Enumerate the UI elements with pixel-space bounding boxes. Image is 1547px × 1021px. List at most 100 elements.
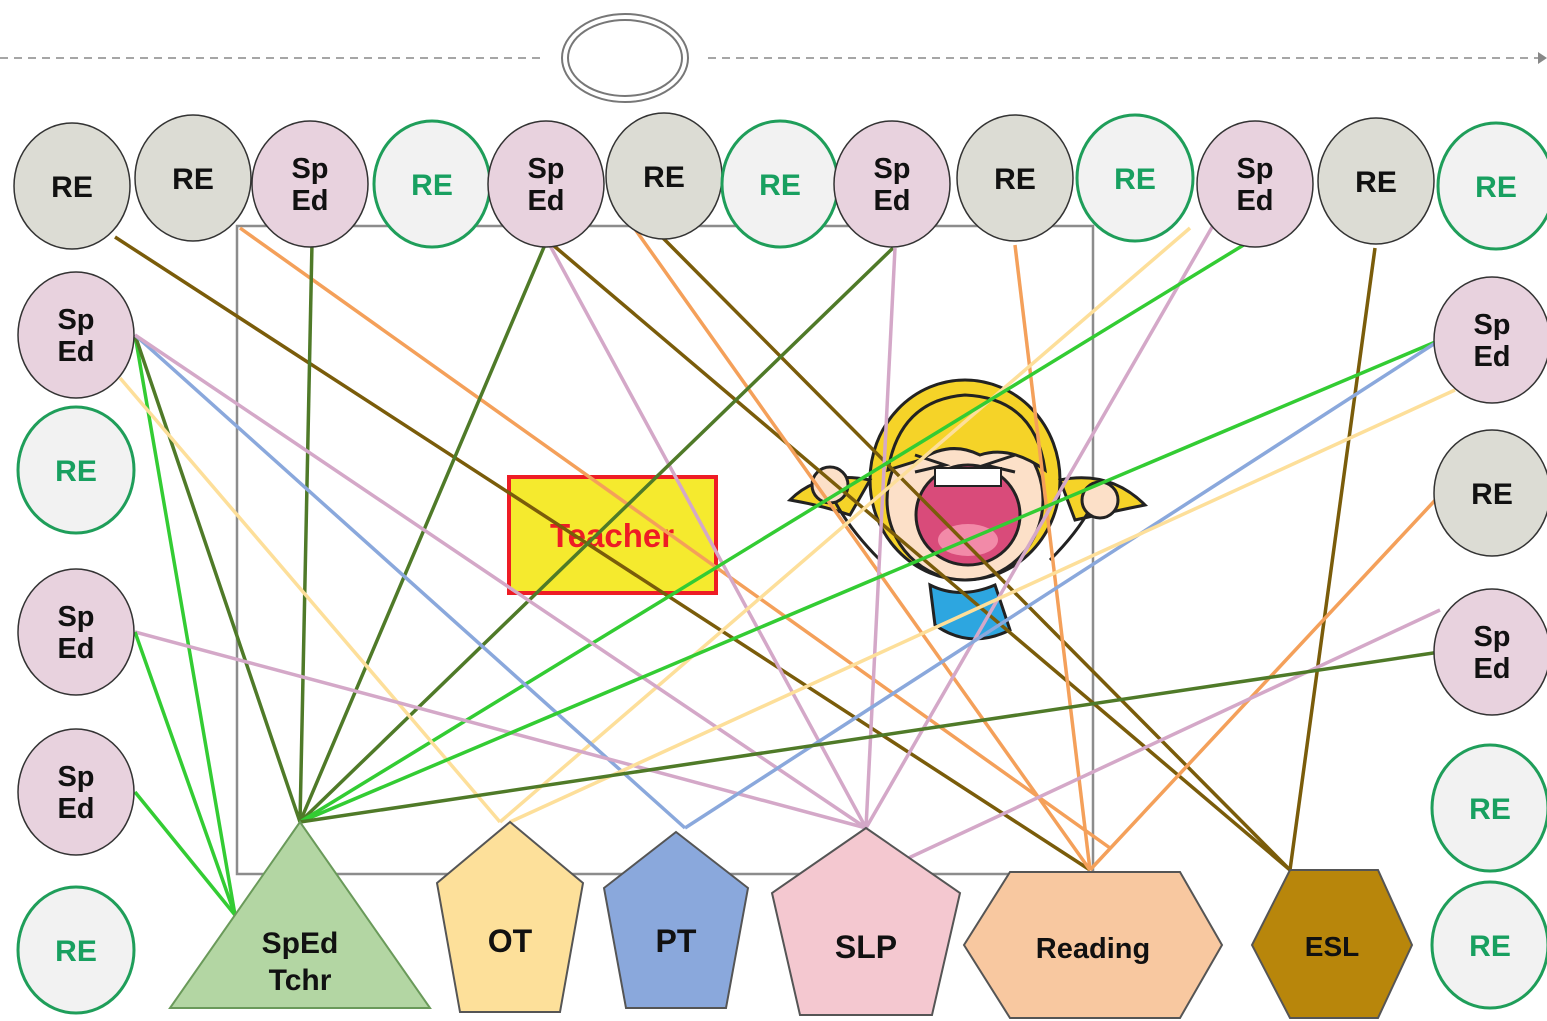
connection-line xyxy=(545,238,1292,872)
connection-line xyxy=(684,338,1441,830)
connection-line xyxy=(133,790,237,917)
re-student-circle: RE xyxy=(13,122,131,250)
slp-shape: SLP xyxy=(770,826,962,1016)
connection-line xyxy=(133,333,687,830)
sped-label-line2: Ed xyxy=(57,336,94,368)
connection-line xyxy=(133,334,237,916)
connection-line xyxy=(509,388,1456,824)
connection-line xyxy=(133,334,302,823)
sped-label-line2: Ed xyxy=(1236,185,1273,217)
connection-line xyxy=(118,376,502,824)
connection-line xyxy=(299,338,1441,824)
connection-line xyxy=(545,239,868,829)
re-label: RE xyxy=(55,455,97,488)
sped-label-line2: Ed xyxy=(527,185,564,217)
re-student-circle: RE xyxy=(1433,429,1547,557)
connection-line xyxy=(134,630,867,830)
sped-label-line1: Sp xyxy=(1473,309,1510,341)
sped-student-circle: SpEd xyxy=(17,568,135,696)
connection-lines xyxy=(114,213,1456,917)
re-student-circle: RE xyxy=(16,885,136,1015)
connection-line xyxy=(899,608,1441,864)
re-student-circle: RE xyxy=(1430,880,1547,1010)
re-student-circle: RE xyxy=(1317,117,1435,245)
re-student-circle: RE xyxy=(1436,121,1547,251)
re-label: RE xyxy=(1469,793,1511,826)
connection-line xyxy=(1013,244,1092,871)
re-label: RE xyxy=(1471,478,1513,511)
sped-label-line2: Ed xyxy=(1473,653,1510,685)
double-oval-icon xyxy=(561,13,689,103)
sped-tchr-label-line2: Tchr xyxy=(269,964,332,997)
re-label: RE xyxy=(759,169,801,202)
sped-label-line2: Ed xyxy=(873,185,910,217)
sped-student-circle: SpEd xyxy=(1433,588,1547,716)
sped-label-line1: Sp xyxy=(57,601,94,633)
connection-line xyxy=(299,650,1441,824)
connection-line xyxy=(1088,493,1442,872)
sped-student-circle: SpEd xyxy=(833,120,951,248)
sped-label-line2: Ed xyxy=(57,633,94,665)
connection-line xyxy=(864,247,897,829)
sped-student-circle: SpEd xyxy=(1196,120,1314,248)
re-label: RE xyxy=(411,169,453,202)
connection-line xyxy=(658,233,1292,872)
sped-student-circle: SpEd xyxy=(251,120,369,248)
sped-label-line2: Ed xyxy=(1473,341,1510,373)
connection-line xyxy=(238,226,1112,850)
sped-tchr-label-line1: SpEd xyxy=(262,927,339,960)
esl-label: ESL xyxy=(1305,931,1359,962)
reading-shape: Reading xyxy=(962,871,1224,1019)
slp-label: SLP xyxy=(835,929,897,965)
slide-header xyxy=(0,13,1547,103)
sped-label-line1: Sp xyxy=(291,153,328,185)
screaming-child-icon xyxy=(786,378,1149,641)
re-label: RE xyxy=(51,171,93,204)
re-student-circle: RE xyxy=(1075,113,1195,243)
connection-line xyxy=(298,242,314,823)
connection-line xyxy=(133,631,237,916)
sped-teacher-shape: SpEd Tchr xyxy=(168,820,432,1009)
connection-line xyxy=(134,333,867,830)
sped-student-circle: SpEd xyxy=(17,271,135,399)
sped-student-circle: SpEd xyxy=(17,728,135,856)
reading-label: Reading xyxy=(1036,933,1150,965)
sped-label-line1: Sp xyxy=(57,761,94,793)
pt-shape: PT xyxy=(602,830,750,1009)
sped-label-line2: Ed xyxy=(291,185,328,217)
re-student-circle: RE xyxy=(956,114,1074,242)
re-label: RE xyxy=(1475,171,1517,204)
sped-label-line1: Sp xyxy=(527,153,564,185)
re-student-circle: RE xyxy=(372,119,492,249)
re-label: RE xyxy=(994,163,1036,196)
connection-line xyxy=(864,221,1217,829)
ot-shape: OT xyxy=(435,820,585,1013)
re-label: RE xyxy=(1114,163,1156,196)
connection-line xyxy=(299,236,1256,824)
esl-shape: ESL xyxy=(1250,869,1414,1019)
connection-line xyxy=(298,246,895,824)
re-label: RE xyxy=(643,161,685,194)
re-student-circle: RE xyxy=(134,114,252,242)
sped-label-line2: Ed xyxy=(57,793,94,825)
sped-student-circle: SpEd xyxy=(1433,276,1547,404)
sped-label-line1: Sp xyxy=(873,153,910,185)
ot-label: OT xyxy=(488,923,533,959)
re-student-circle: RE xyxy=(16,405,136,535)
re-student-circle: RE xyxy=(720,119,840,249)
re-label: RE xyxy=(1469,930,1511,963)
re-label: RE xyxy=(172,163,214,196)
sped-label-line1: Sp xyxy=(1473,621,1510,653)
re-label: RE xyxy=(1355,166,1397,199)
re-student-circle: RE xyxy=(605,112,723,240)
connection-line xyxy=(623,213,1092,872)
connection-line xyxy=(1288,247,1377,871)
teacher-box: Teacher xyxy=(507,475,718,595)
sped-label-line1: Sp xyxy=(57,304,94,336)
re-student-circle: RE xyxy=(1430,743,1547,873)
connection-line xyxy=(114,235,1091,872)
re-label: RE xyxy=(55,935,97,968)
connection-line xyxy=(498,226,1192,824)
